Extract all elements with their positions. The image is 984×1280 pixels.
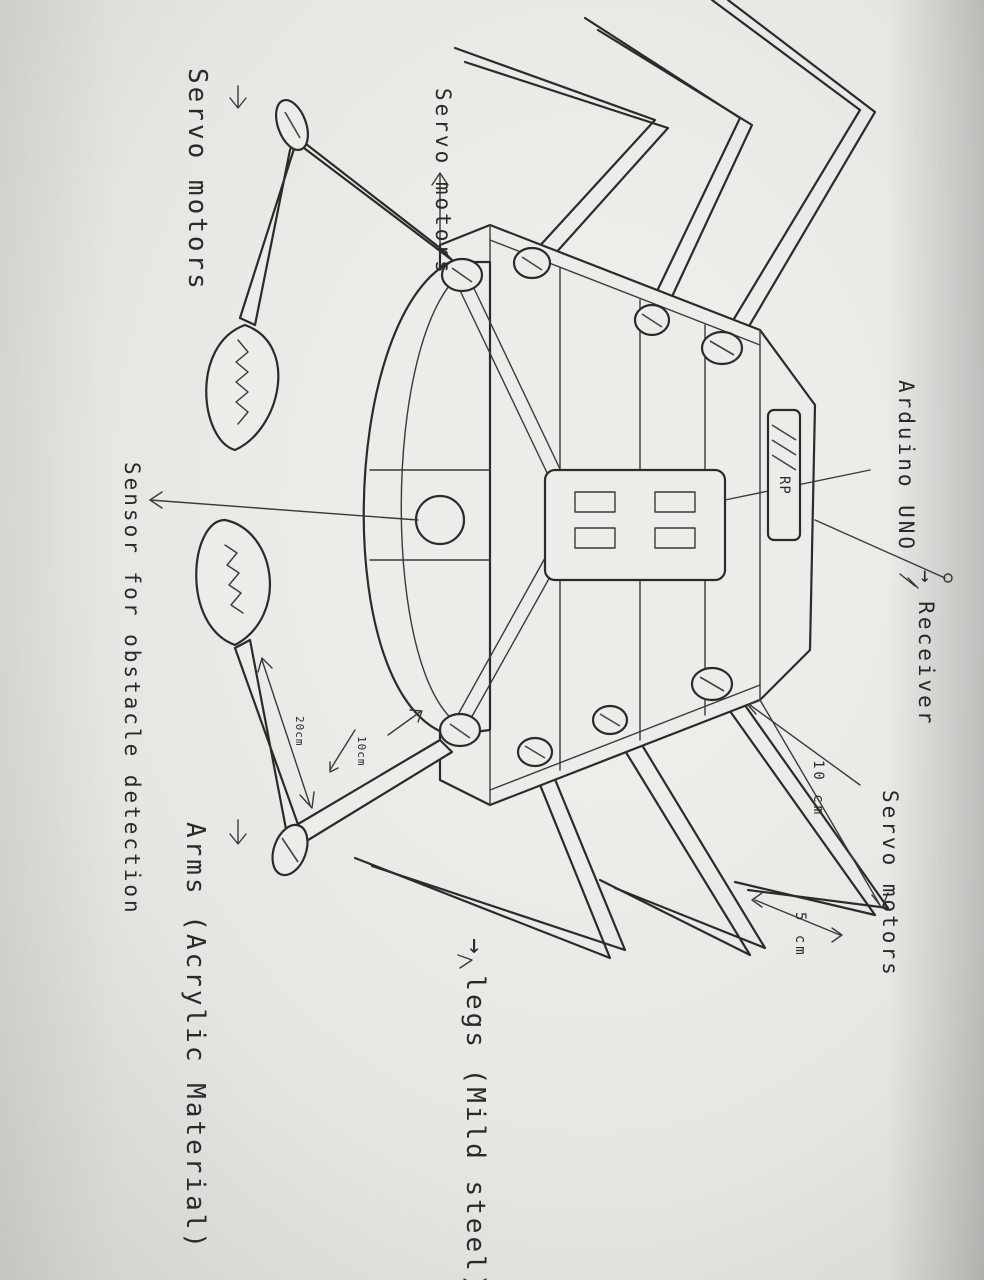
label-dim-10cm-right: 10 cm	[810, 760, 826, 817]
label-dim-5cm: 5 cm	[792, 912, 808, 958]
label-dim-20cm: 20cm	[293, 716, 306, 747]
label-servo-motors-right: Servo motors	[878, 790, 902, 978]
label-board-text: RP	[776, 476, 792, 495]
label-legs-mild-steel: → legs (Mild steel)	[460, 938, 490, 1280]
label-arduino-uno: Arduino UNO	[894, 380, 918, 552]
label-receiver: → Receiver	[914, 570, 938, 726]
label-sensor-obstacle: Sensor for obstacle detection	[120, 462, 144, 916]
label-arms-acrylic: Arms (Acrylic Material)	[180, 822, 210, 1251]
label-servo-motors-top: Servo motors	[431, 88, 455, 276]
label-dim-10cm-arm: 10cm	[355, 736, 368, 767]
obstacle-sensor	[416, 496, 464, 544]
label-servo-motors-top-left: Servo motors	[182, 68, 212, 292]
arduino-board	[545, 470, 870, 580]
